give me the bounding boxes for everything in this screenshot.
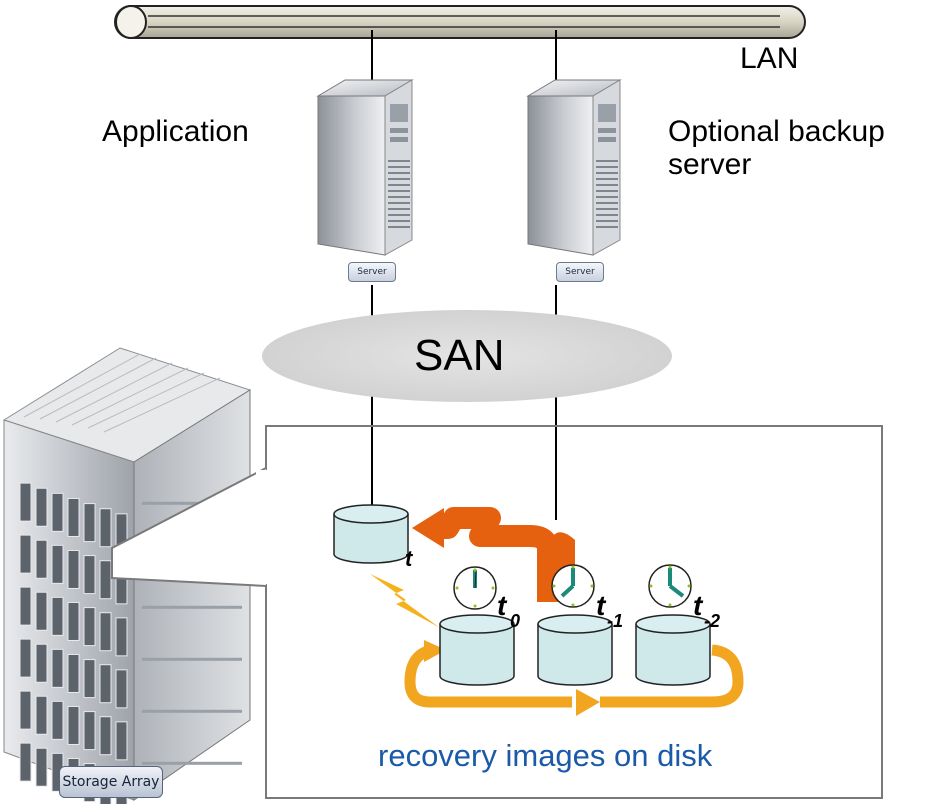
disk-bay bbox=[115, 669, 128, 709]
snapshot-label-t-1: t bbox=[596, 590, 606, 621]
disk-bay bbox=[99, 560, 112, 600]
disk-bay bbox=[35, 539, 48, 579]
san-label: SAN bbox=[414, 331, 505, 380]
disk-bay bbox=[19, 482, 32, 522]
recovery-images-caption: recovery images on disk bbox=[378, 738, 713, 773]
disk-bay bbox=[99, 716, 112, 756]
rack-slot-line bbox=[142, 761, 242, 765]
disk-bay bbox=[35, 643, 48, 683]
disk-bay bbox=[83, 555, 96, 595]
disk-bay bbox=[51, 596, 64, 636]
disk-bay bbox=[115, 617, 128, 657]
disk-bay bbox=[83, 711, 96, 751]
disk-bay bbox=[67, 497, 80, 537]
snapshot-disk-t-1 bbox=[537, 614, 613, 686]
disk-bay bbox=[19, 690, 32, 730]
live-volume-label: t bbox=[405, 546, 413, 571]
disk-bay bbox=[83, 607, 96, 647]
snapshot-label-t0: t bbox=[497, 590, 507, 621]
disk-bay bbox=[83, 503, 96, 543]
disk-bay bbox=[51, 492, 64, 532]
rack-slot-line bbox=[142, 709, 242, 713]
disk-bay bbox=[83, 659, 96, 699]
rotation-arrowhead-left bbox=[424, 640, 446, 662]
disk-bay bbox=[35, 487, 48, 527]
snapshot-subscript-t-2: -2 bbox=[704, 611, 721, 631]
backup-server-label-line1: Optional backup bbox=[668, 115, 885, 148]
disk-bay bbox=[19, 534, 32, 574]
snapshot-subscript-t-1: -1 bbox=[607, 611, 624, 631]
clock-icon-t-2 bbox=[648, 564, 692, 608]
disk-bay bbox=[99, 612, 112, 652]
disk-bay bbox=[19, 586, 32, 626]
disk-bay bbox=[19, 742, 32, 782]
snapshot-disk-t0 bbox=[439, 614, 515, 686]
clock-icon-t0 bbox=[453, 566, 497, 610]
disk-bay bbox=[35, 747, 48, 787]
disk-bay bbox=[51, 544, 64, 584]
rotation-arrows bbox=[404, 644, 744, 708]
disk-bay bbox=[51, 648, 64, 688]
rack-slot-line bbox=[142, 605, 242, 609]
disk-bay bbox=[19, 638, 32, 678]
storage-array-icon bbox=[2, 347, 252, 804]
disk-bay bbox=[51, 700, 64, 740]
application-label: Application bbox=[102, 115, 249, 148]
lan-label: LAN bbox=[740, 42, 799, 75]
disk-bay bbox=[67, 653, 80, 693]
disk-bay bbox=[115, 721, 128, 761]
disk-bay bbox=[35, 591, 48, 631]
san-cloud bbox=[262, 310, 672, 402]
clock-icon-t-1 bbox=[551, 564, 595, 608]
disk-bay bbox=[99, 664, 112, 704]
disk-bay bbox=[35, 695, 48, 735]
lightning-bolt bbox=[370, 574, 444, 630]
snapshot-label-t-2: t bbox=[693, 590, 703, 621]
rotation-arrowhead-mid bbox=[576, 689, 600, 716]
disk-bay bbox=[67, 705, 80, 745]
server-tag-application: Server bbox=[348, 262, 396, 282]
callout-connector bbox=[111, 467, 267, 587]
live-volume-disk bbox=[333, 504, 409, 564]
application-server-icon bbox=[316, 79, 414, 256]
rack-slot-line bbox=[142, 657, 242, 661]
backup-server-icon bbox=[526, 79, 622, 256]
disk-bay bbox=[67, 549, 80, 589]
lan-pipe bbox=[114, 5, 806, 39]
storage-array-tag: Storage Array bbox=[59, 766, 163, 798]
disk-bay bbox=[99, 508, 112, 548]
storage-detail-box bbox=[265, 425, 883, 799]
snapshot-disk-t-2 bbox=[635, 614, 711, 686]
backup-server-label-line2: server bbox=[668, 148, 752, 181]
server-tag-backup: Server bbox=[556, 262, 604, 282]
disk-bay bbox=[67, 601, 80, 641]
snapshot-subscript-t0: 0 bbox=[510, 611, 521, 631]
rack-slot-line bbox=[142, 501, 242, 505]
